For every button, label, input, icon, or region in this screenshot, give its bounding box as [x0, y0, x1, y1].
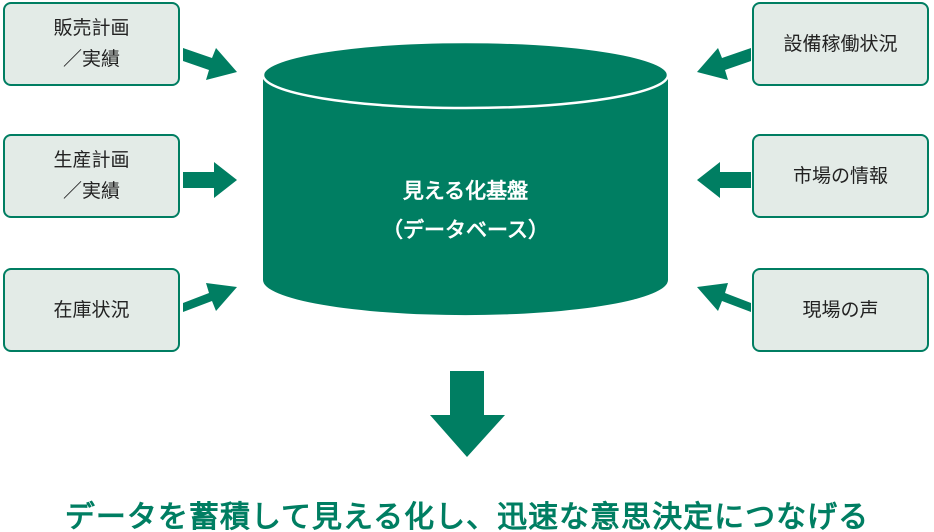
input-box-equipment: 設備稼働状況 [752, 2, 929, 86]
arrow-equipment-to-db [697, 48, 751, 80]
arrow-market-to-db [697, 162, 751, 198]
arrow-field-to-db [697, 283, 751, 312]
database-cylinder [261, 40, 670, 316]
conclusion-text: データを蓄積して見える化し、迅速な意思決定につなげる [64, 500, 870, 532]
arrow-production-to-db [183, 162, 237, 198]
input-box-sales: 販売計画 ／実績 [3, 2, 180, 86]
input-box-field-voice: 現場の声 [752, 268, 929, 352]
input-box-inventory: 在庫状況 [3, 268, 180, 352]
input-box-production: 生産計画 ／実績 [3, 134, 180, 218]
input-box-market: 市場の情報 [752, 134, 929, 218]
database-subtitle: （データベース） [382, 218, 549, 242]
database-title: 見える化基盤 [402, 179, 529, 203]
arrow-sales-to-db [183, 48, 237, 80]
arrow-down [430, 371, 505, 457]
arrow-inventory-to-db [183, 283, 237, 312]
